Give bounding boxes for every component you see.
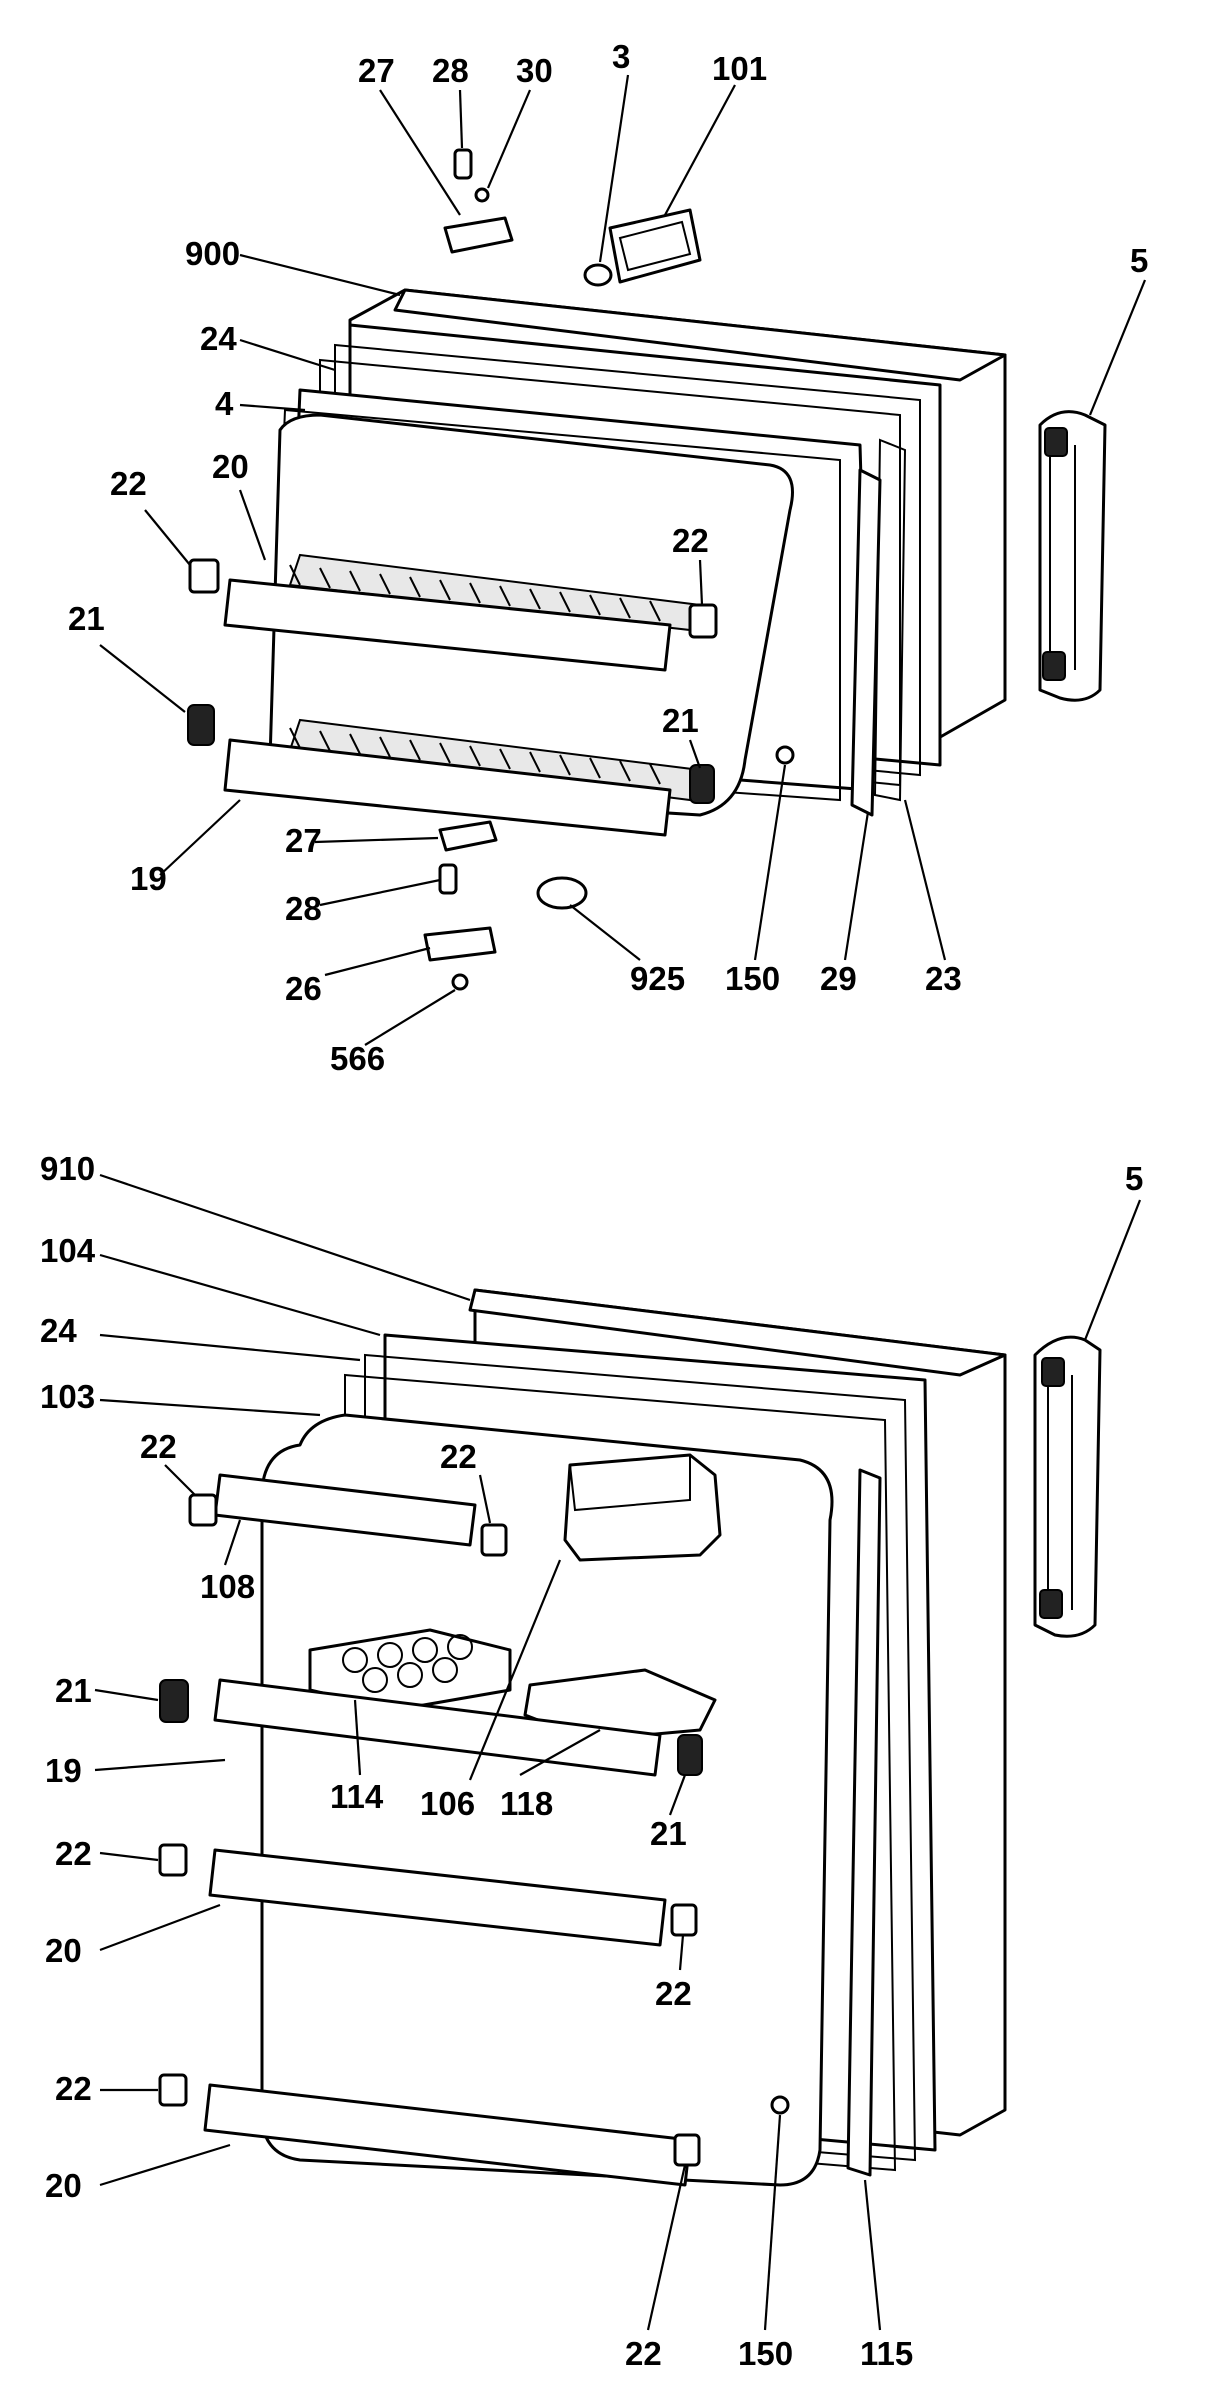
door-shelf-20-lower [203, 2083, 692, 2187]
callout-19-lower: 19 [45, 1752, 82, 1789]
callout-21-b: 21 [650, 1815, 687, 1852]
callout-4: 4 [215, 385, 234, 422]
plug-button [536, 876, 588, 910]
hinge-bottom-pin [438, 863, 458, 895]
freezer-shelf-lower [223, 718, 702, 837]
callout-labels-bottom: 910 104 24 103 5 22 22 108 21 19 114 106… [40, 1150, 1143, 2372]
callout-150: 150 [725, 960, 780, 997]
door-stop-screw [775, 745, 795, 765]
callout-21-left: 21 [68, 600, 105, 637]
door-shelf-20-upper [208, 1848, 667, 1947]
callout-104: 104 [40, 1232, 96, 1269]
callout-24-lower: 24 [40, 1312, 77, 1349]
callout-28: 28 [432, 52, 469, 89]
callout-103: 103 [40, 1378, 95, 1415]
callout-101: 101 [712, 50, 767, 87]
hinge-top [443, 216, 514, 254]
callout-22-a: 22 [140, 1428, 177, 1465]
clip-5 [158, 2073, 188, 2107]
shelf-clip-right [688, 603, 718, 639]
leader-lines [94, 74, 1147, 2331]
stop-screw-lower [770, 2095, 790, 2115]
freezer-shelf-upper [223, 553, 702, 672]
fresh-food-door-assembly [158, 1288, 1102, 2187]
callout-108: 108 [200, 1568, 255, 1605]
callout-22-right: 22 [672, 522, 709, 559]
clip-4 [670, 1903, 698, 1937]
callout-20-b: 20 [45, 2167, 82, 2204]
clip-6 [673, 2133, 701, 2167]
door-shelf-19 [213, 1678, 662, 1777]
callout-24: 24 [200, 320, 237, 357]
callout-30: 30 [516, 52, 553, 89]
callout-21-a: 21 [55, 1672, 92, 1709]
callout-115: 115 [860, 2335, 913, 2372]
callout-27: 27 [358, 52, 395, 89]
callout-566: 566 [330, 1040, 385, 1077]
clip-1 [188, 1493, 218, 1527]
dairy-tray [523, 1668, 717, 1742]
freezer-door-assembly [187, 148, 1107, 991]
callout-3: 3 [612, 38, 630, 75]
trim-strip [850, 468, 882, 817]
hinge-plate [423, 926, 497, 962]
clip-3 [158, 1843, 188, 1877]
callout-20-a: 20 [45, 1932, 82, 1969]
callout-26: 26 [285, 970, 322, 1007]
callout-118: 118 [500, 1785, 553, 1822]
callout-900: 900 [185, 235, 240, 272]
cover-plate [608, 208, 702, 284]
callout-27-lower: 27 [285, 822, 322, 859]
callout-22-f: 22 [625, 2335, 662, 2372]
callout-labels-top: 27 28 30 3 101 900 5 24 4 20 22 22 21 21… [68, 38, 1148, 1077]
door-handle-lower [1033, 1335, 1102, 1638]
clip-2 [480, 1523, 508, 1557]
callout-150-lower: 150 [738, 2335, 793, 2372]
hinge-plate-screw [451, 973, 469, 991]
hinge-screw [474, 187, 490, 203]
callout-29: 29 [820, 960, 857, 997]
callout-910: 910 [40, 1150, 95, 1187]
callout-22-left: 22 [110, 465, 147, 502]
callout-22-c: 22 [55, 1835, 92, 1872]
callout-5: 5 [1130, 242, 1148, 279]
shelf-bracket [187, 704, 215, 746]
callout-22-d: 22 [655, 1975, 692, 2012]
callout-925: 925 [630, 960, 685, 997]
callout-106: 106 [420, 1785, 475, 1822]
hinge-pin [453, 148, 473, 180]
hinge-bottom [438, 820, 498, 852]
callout-114: 114 [330, 1778, 384, 1815]
callout-21-right: 21 [662, 702, 699, 739]
callout-28-lower: 28 [285, 890, 322, 927]
callout-5-lower: 5 [1125, 1160, 1143, 1197]
callout-23: 23 [925, 960, 962, 997]
callout-19: 19 [130, 860, 167, 897]
callout-22-e: 22 [55, 2070, 92, 2107]
gasket-lower [846, 1468, 882, 2177]
plug [583, 263, 613, 287]
callout-22-b: 22 [440, 1438, 477, 1475]
butter-compartment [563, 1453, 722, 1562]
shelf-clip [188, 558, 220, 594]
shelf-bracket-right [689, 764, 715, 804]
bracket-right [677, 1734, 703, 1776]
callout-20: 20 [212, 448, 249, 485]
bracket-left [159, 1679, 189, 1723]
door-handle [1038, 410, 1107, 702]
